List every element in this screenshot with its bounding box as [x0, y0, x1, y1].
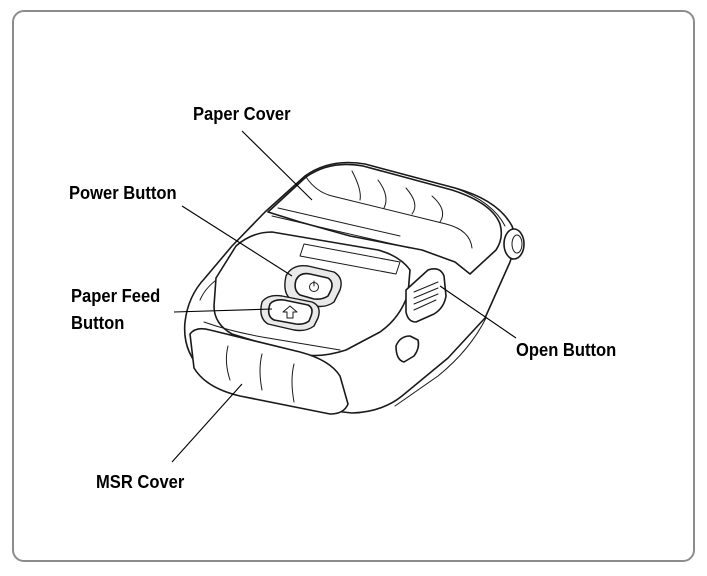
paper-cover-leader	[241, 130, 313, 201]
label-paper-feed-line1: Paper Feed	[71, 286, 161, 306]
leader-lines	[171, 130, 517, 463]
label-paper-cover: Paper Cover	[193, 104, 291, 124]
label-paper-feed-line2: Button	[71, 313, 125, 333]
power-button-leader	[181, 205, 293, 277]
power-button-shape	[284, 265, 342, 308]
msr-cover-leader	[171, 383, 243, 463]
paper-cover	[267, 163, 503, 275]
open-button-leader	[439, 285, 517, 339]
paper-feed-leader	[173, 308, 273, 313]
label-open-button: Open Button	[516, 340, 617, 360]
side-knob	[503, 228, 525, 260]
open-button-shape	[395, 268, 447, 363]
label-power-button: Power Button	[69, 183, 177, 203]
paper-feed-button-shape	[260, 294, 320, 332]
label-msr-cover: MSR Cover	[96, 472, 185, 492]
msr-cover	[189, 327, 349, 415]
